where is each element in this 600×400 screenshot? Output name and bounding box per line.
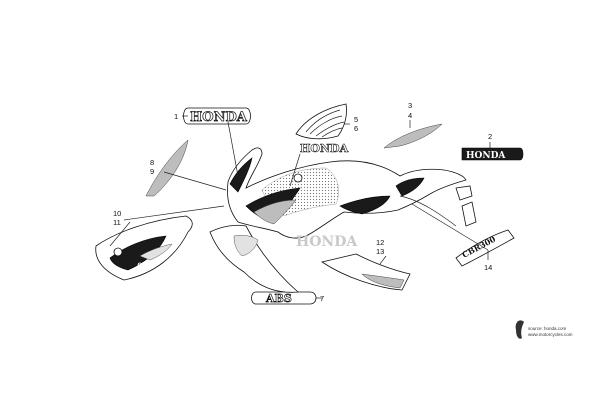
honda-main-text: HONDA (190, 110, 248, 125)
callout-1: 1 (174, 112, 178, 121)
lower-fairing-panel (209, 224, 299, 293)
leader-lines (109, 115, 491, 299)
credit-line-2: www.motorcycles.com (528, 332, 573, 337)
part-2-honda-rear-decal: HONDA (461, 147, 524, 161)
part-7-abs-decal: ABS (251, 291, 317, 305)
callout-4: 4 (408, 111, 412, 120)
callout-5: 5 (354, 115, 358, 124)
fairing-body (227, 147, 477, 239)
part-5-6-wing-emblem: HONDA (295, 103, 349, 155)
honda-watermark: HONDA (296, 234, 358, 250)
callout-2: 2 (488, 132, 492, 141)
part-8-9-stripe (145, 139, 189, 197)
callout-10: 10 (113, 209, 121, 218)
callout-labels: 1 2 3 4 5 6 7 8 9 10 11 12 13 14 (113, 101, 492, 303)
credit-line-1: source: honda.com (528, 326, 567, 331)
source-credit: source: honda.com www.motorcycles.com (515, 320, 573, 339)
callout-14: 14 (484, 263, 492, 272)
lower-fairing-inner (233, 234, 259, 257)
part-1-honda-decal: HONDA (183, 107, 251, 125)
callout-9: 9 (150, 167, 154, 176)
part-10-11-side-decal: CBR (95, 215, 193, 281)
callout-11: 11 (113, 218, 121, 227)
callout-8: 8 (150, 158, 154, 167)
callout-6: 6 (354, 124, 358, 133)
part-12-13-lower-stripe (321, 253, 411, 291)
abs-text: ABS (265, 292, 292, 305)
part-3-4-stripe (383, 123, 443, 149)
callout-3: 3 (408, 101, 412, 110)
honda-rear-text: HONDA (466, 151, 506, 161)
credit-logo-icon (515, 320, 524, 339)
callout-7: 7 (320, 294, 324, 303)
cbr-side-text: CBR (137, 260, 153, 270)
honda-wing-text: HONDA (300, 142, 349, 155)
callout-13: 13 (376, 247, 384, 256)
callout-12: 12 (376, 238, 384, 247)
